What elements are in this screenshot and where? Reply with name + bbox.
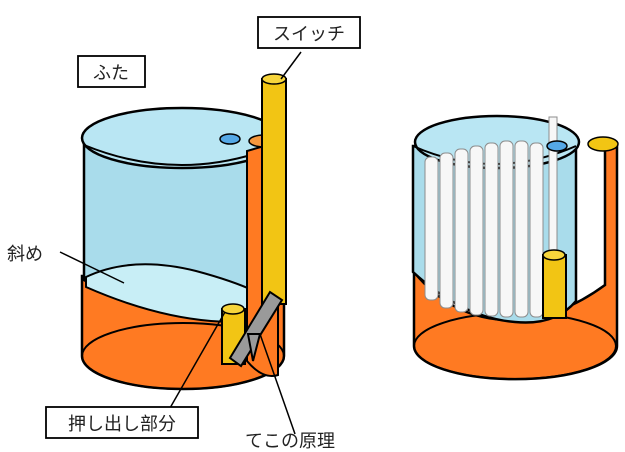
- label-group: ふた スイッチ 斜め 押し出し部分 てこの原理: [7, 16, 361, 452]
- right-yellow-rod-top: [542, 249, 566, 261]
- switch-label-box: [257, 16, 361, 49]
- lid-label: ふた: [93, 63, 129, 84]
- left-lever-support: [246, 333, 262, 362]
- right-cotton-swabs: [424, 140, 544, 318]
- left-hole-blue: [219, 133, 241, 145]
- lever-principle-label: てこの原理: [245, 431, 335, 452]
- pushout-label: 押し出し部分: [68, 414, 176, 435]
- left-switch-rod: [261, 78, 287, 305]
- switch-label: スイッチ: [273, 24, 345, 45]
- left-switch-rod-top: [261, 73, 287, 85]
- left-bottom-rim: [81, 322, 285, 390]
- right-white-switch-rod: [548, 116, 558, 256]
- right-orange-tube-top: [587, 136, 619, 152]
- left-pushout-rod-top: [221, 303, 245, 315]
- lever-callout-line: [259, 333, 296, 435]
- left-lever: [228, 290, 284, 368]
- left-container-group: [80, 73, 287, 391]
- callout-lines: [59, 51, 302, 435]
- lid-label-box: [77, 55, 146, 88]
- slant-label: 斜め: [7, 244, 43, 265]
- switch-callout-line: [280, 51, 302, 80]
- right-container-group: [411, 114, 619, 381]
- right-yellow-rod: [542, 254, 567, 319]
- pushout-label-box: [45, 406, 199, 439]
- slant-callout-line: [59, 251, 125, 284]
- right-hole-blue: [546, 140, 568, 152]
- pushout-callout-line: [169, 311, 226, 409]
